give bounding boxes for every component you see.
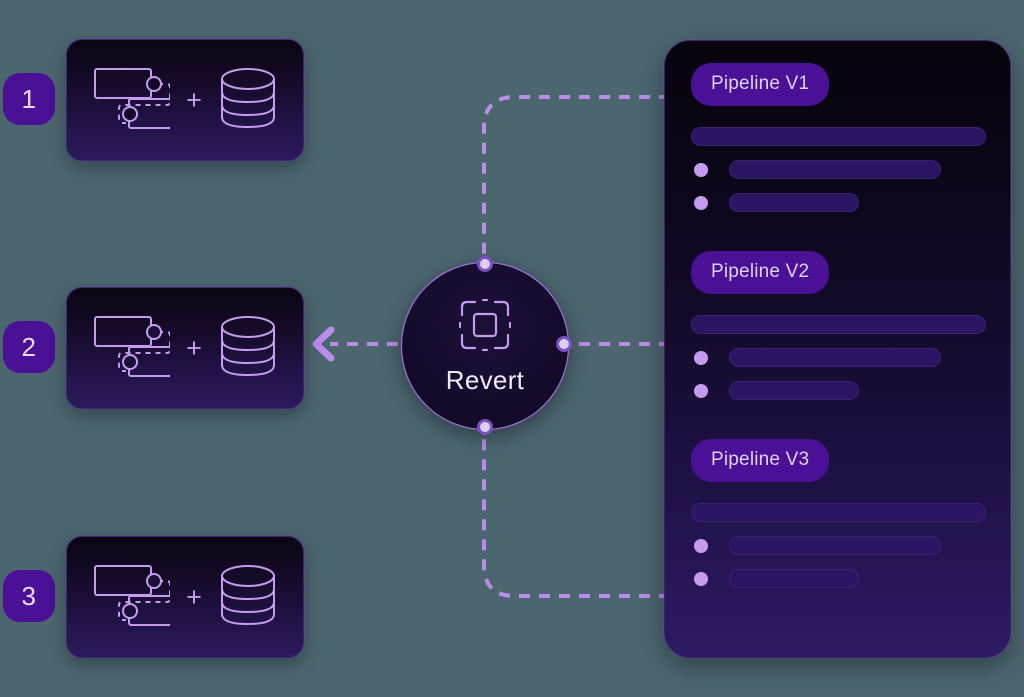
revert-node-top-port[interactable] [477,256,493,272]
bullet-icon [694,162,708,177]
bullet-icon [694,350,708,365]
pipeline-flow-icon [92,559,183,636]
pipeline-item-row [691,348,986,367]
connector-v1-to-revert [482,95,670,262]
plus-icon: + [186,332,202,363]
pipeline-flow-icon [92,62,183,139]
bullet-icon [694,571,708,586]
pipeline-item-row [691,193,986,212]
pipeline-item-bar [729,381,859,400]
connector-v3-to-revert [482,428,670,598]
database-icon [218,65,278,136]
database-icon [218,562,278,633]
bullet-icon [694,538,708,553]
arrowhead-left-icon [312,326,335,362]
pipeline-item-row [691,569,986,588]
revert-node-right-port[interactable] [556,336,572,352]
bullet-icon [694,383,708,398]
bullet-icon [694,195,708,210]
pipeline-item-bar [729,193,859,212]
database-icon [218,313,278,384]
pipeline-summary-bar [691,315,986,334]
pipeline-summary-bar [691,503,986,522]
pipeline-item-bar [729,348,942,367]
step-number-badge-2: 2 [3,321,55,373]
pipeline-summary-bar [691,127,986,146]
step-card-1[interactable]: + [66,39,304,161]
pipeline-item-row [691,160,986,179]
step-number-badge-3: 3 [3,570,55,622]
revert-label: Revert [445,365,525,395]
plus-icon: + [186,581,202,612]
step-card-2[interactable]: + [66,287,304,409]
pipeline-version-block: Pipeline V1 [691,63,986,212]
pipeline-version-label[interactable]: Pipeline V2 [691,251,830,294]
pipeline-item-bar [729,160,942,179]
pipeline-version-label[interactable]: Pipeline V3 [691,439,830,482]
revert-node-bottom-port[interactable] [477,419,493,435]
step-card-3[interactable]: + [66,536,304,658]
pipeline-item-row [691,381,986,400]
step-number-badge-1: 1 [3,73,55,125]
pipeline-version-block: Pipeline V2 [691,251,986,400]
pipeline-item-row [691,536,986,555]
pipeline-version-block: Pipeline V3 [691,439,986,588]
revert-node[interactable]: Revert [401,262,569,430]
pipeline-version-label[interactable]: Pipeline V1 [691,63,830,106]
crop-square-icon [458,298,512,356]
plus-icon: + [186,84,202,115]
pipeline-item-bar [729,569,859,588]
pipeline-flow-icon [92,310,183,387]
pipeline-versions-panel: Pipeline V1 Pipeline V2 [664,40,1011,658]
pipeline-item-bar [729,536,942,555]
